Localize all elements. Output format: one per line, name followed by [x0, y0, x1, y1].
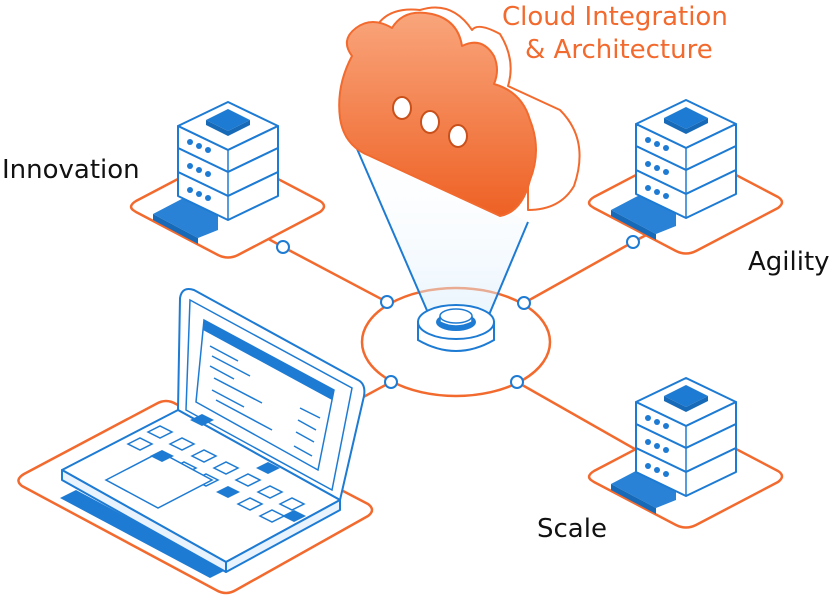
- server-scale: [587, 377, 784, 529]
- title-line-2: & Architecture: [525, 35, 713, 65]
- hub-node-icon: [417, 304, 495, 352]
- cloud-icon: [338, 6, 581, 217]
- title-line-1: Cloud Integration: [502, 2, 728, 32]
- label-scale: Scale: [537, 514, 607, 544]
- beam: [347, 127, 529, 325]
- label-agility: Agility: [748, 247, 830, 277]
- connection-dots: [276, 235, 640, 389]
- laptop-icon: [17, 288, 374, 595]
- label-innovation: Innovation: [2, 155, 140, 185]
- server-innovation: [129, 101, 326, 259]
- server-agility: [587, 99, 784, 255]
